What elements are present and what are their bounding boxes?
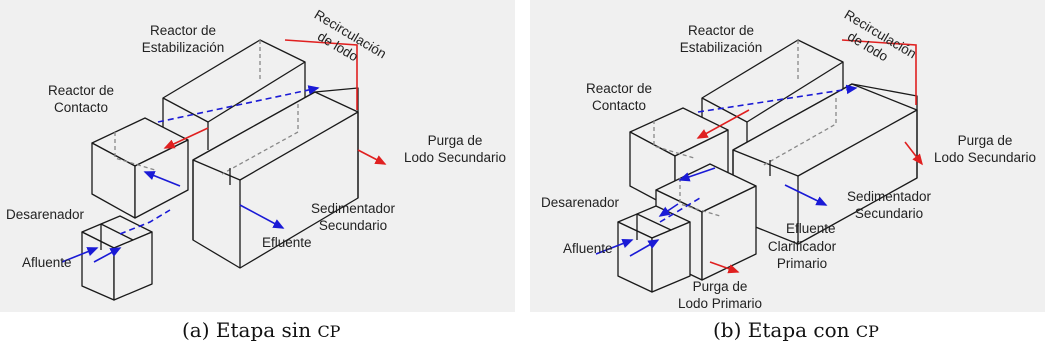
flow-lines (595, 84, 858, 257)
label-desarenador: Desarenador (6, 207, 85, 222)
flow-lines (61, 85, 320, 263)
caption-b: (b) Etapa con CP (713, 318, 879, 342)
reactor-contacto-tank (91, 117, 189, 219)
desarenador-tank (81, 215, 153, 301)
label-afluente: Afluente (22, 255, 72, 270)
label-afluente: Afluente (563, 241, 613, 256)
sludge-lines (696, 39, 923, 274)
sludge-lines (163, 39, 387, 165)
sedimentador-tank (192, 87, 359, 269)
panel-a-diagram (61, 39, 387, 301)
caption-a: (a) Etapa sin CP (182, 318, 341, 342)
sedimentador-tank (732, 83, 918, 245)
label-desarenador: Desarenador (541, 195, 620, 210)
label-efluente: Efluente (786, 221, 836, 236)
panel-b-diagram (595, 39, 923, 293)
label-efluente: Efluente (262, 235, 312, 250)
